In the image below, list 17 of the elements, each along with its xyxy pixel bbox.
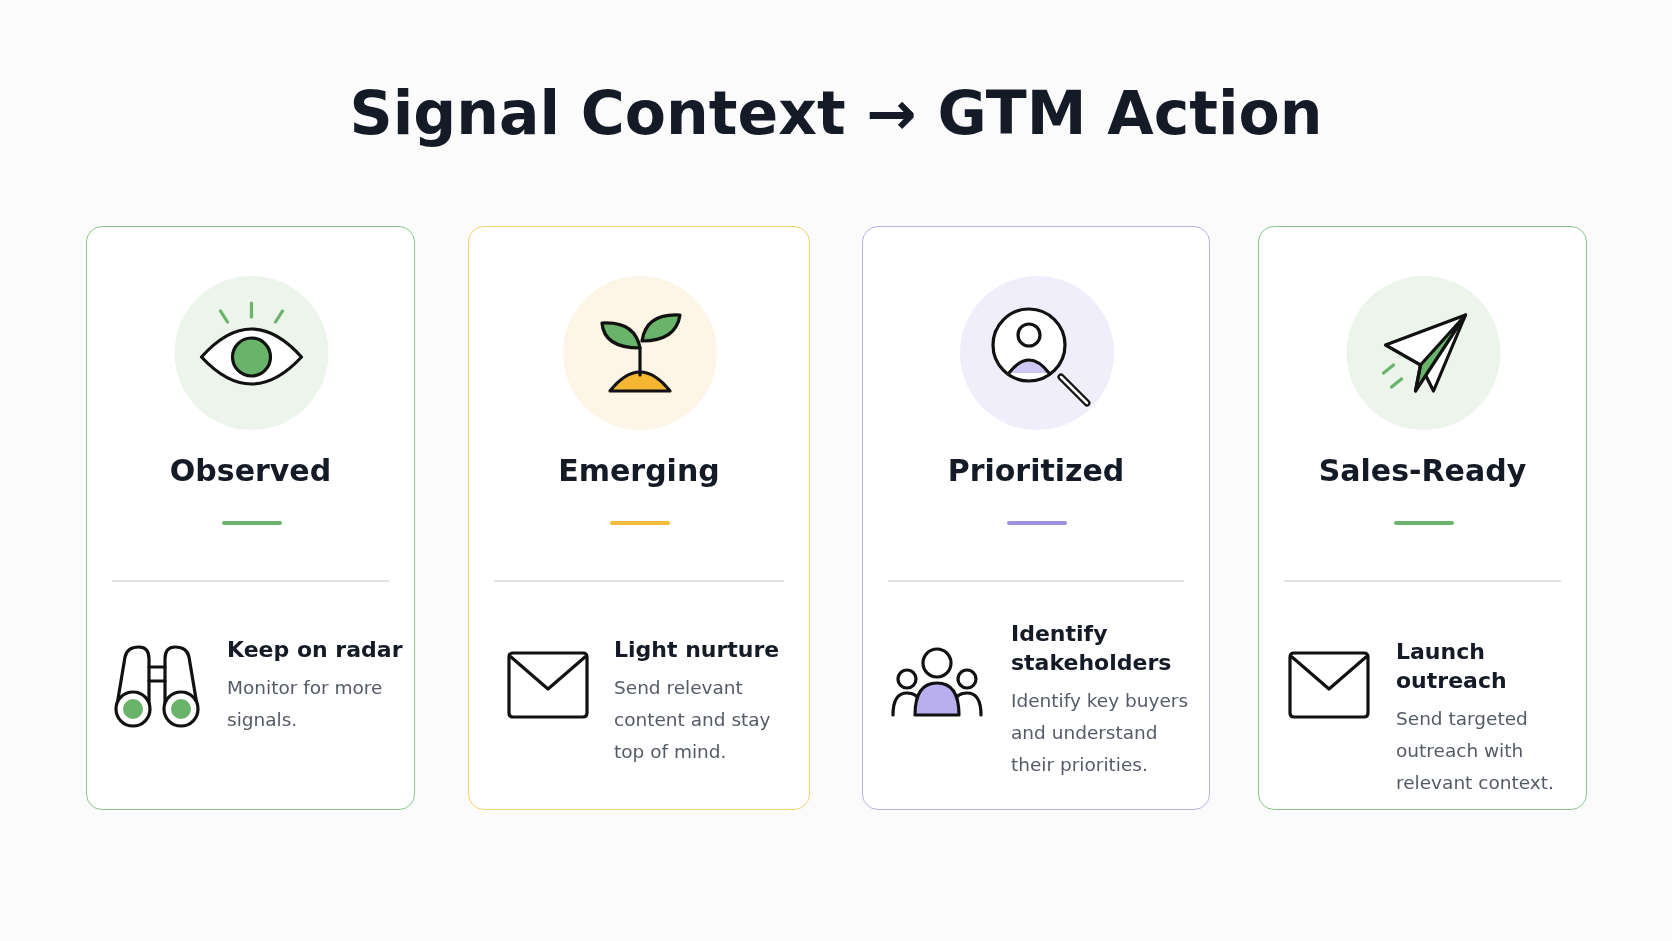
- title: Signal Context → GTM Action: [349, 78, 1323, 148]
- action-title: Launch outreach: [1396, 638, 1508, 695]
- action-description: Monitor for more signals.: [227, 676, 384, 732]
- action-title: Light nurture: [614, 636, 781, 664]
- stage-heading: Sales-Ready: [1318, 453, 1527, 488]
- action-title: Keep on radar: [227, 636, 404, 664]
- stage-card: [1258, 226, 1587, 810]
- stage-card: [862, 226, 1210, 810]
- stage-heading: Observed: [169, 453, 332, 488]
- action-title: Identify stakeholders: [1011, 620, 1173, 677]
- action-description: Send relevant content and stay top of mind.: [614, 676, 772, 764]
- stage-card: [86, 226, 415, 810]
- stage-heading: Prioritized: [947, 453, 1125, 488]
- stage-card: [468, 226, 810, 810]
- stage-heading: Emerging: [558, 453, 720, 488]
- action-description: Identify key buyers and understand their priorities.: [1011, 689, 1190, 777]
- action-description: Send targeted outreach with relevant context.: [1396, 707, 1555, 795]
